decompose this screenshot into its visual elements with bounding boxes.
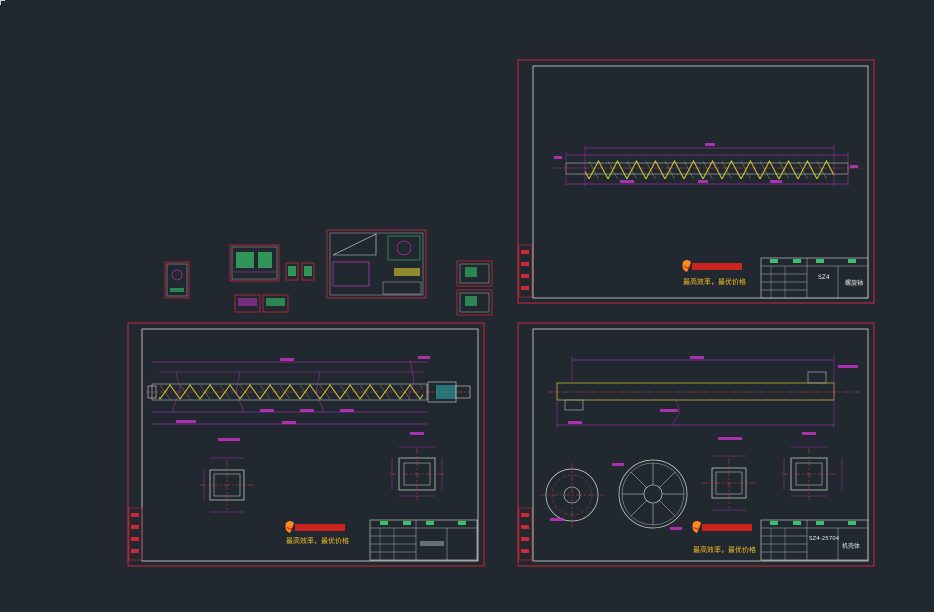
title-block: SZ4-25704 机壳体 — [760, 519, 869, 561]
sheet-bottom-right[interactable]: 最高效率，最优价格 SZ4-25704 机壳体 — [517, 322, 875, 567]
drawing-number: SZ4 — [818, 274, 830, 281]
thumb-5[interactable] — [326, 229, 427, 299]
revision-strip — [518, 507, 533, 561]
slogan-text: 最高效率，最优价格 — [693, 545, 756, 554]
sheet-bottom-left[interactable]: 最高效率，最优价格 — [127, 322, 485, 567]
flange-detail-right — [390, 432, 444, 500]
thumb-6[interactable] — [456, 260, 493, 316]
ucs-origin-icon — [0, 0, 5, 5]
screw-shaft-drawing — [553, 143, 862, 186]
logo-mark-icon — [285, 521, 294, 533]
flange-detail-mid — [702, 437, 756, 511]
title-block: SZ4 螺旋轴 — [760, 257, 869, 299]
housing-trough-drawing — [548, 356, 860, 428]
slogan-text: 最高效率，最优价格 — [286, 536, 349, 545]
title-block — [369, 519, 478, 561]
logo-mark-icon — [682, 260, 691, 272]
logo-mark-icon — [692, 521, 701, 533]
thumb-3[interactable] — [285, 262, 315, 281]
flange-detail-left — [200, 438, 254, 513]
sheet-top-right[interactable]: 最高效率，最优价格 SZ4 螺旋轴 — [517, 59, 875, 304]
flange-detail-right — [782, 432, 843, 500]
slogan-text: 最高效率，最优价格 — [683, 277, 746, 286]
logo-block: 最高效率，最优价格 — [692, 521, 756, 554]
revision-strip — [518, 244, 533, 298]
drawing-title: 机壳体 — [842, 542, 860, 550]
end-plate-left — [540, 463, 604, 527]
thumb-1[interactable] — [164, 261, 190, 299]
thumb-2[interactable] — [229, 244, 280, 282]
end-plate-spoked — [612, 459, 688, 530]
thumb-4[interactable] — [234, 294, 289, 313]
thumbnail-sheets[interactable] — [164, 229, 493, 316]
revision-strip — [128, 507, 143, 561]
drawing-title: 螺旋轴 — [845, 279, 863, 287]
logo-block: 最高效率，最优价格 — [682, 260, 746, 286]
logo-block: 最高效率，最优价格 — [285, 521, 349, 545]
drawing-number: SZ4-25704 — [809, 536, 840, 542]
conveyor-assembly-drawing — [146, 356, 471, 425]
